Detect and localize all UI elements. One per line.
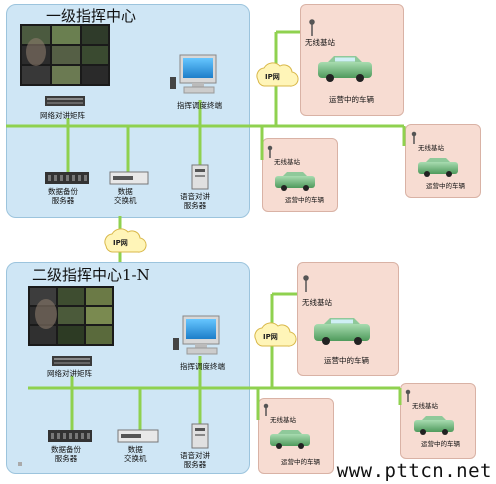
vehicle-label: 运营中的车辆 — [426, 182, 465, 190]
vehicle-label: 运营中的车辆 — [329, 95, 374, 104]
site-watermark: www.pttcn.net — [336, 460, 492, 482]
ip-cloud-middle-label: IP网 — [113, 239, 128, 247]
car-icon — [318, 56, 372, 82]
ip-cloud-bottom-label: IP网 — [263, 333, 278, 341]
car-icon — [314, 318, 370, 345]
top-voice-server-label: 语音对讲 服务器 — [180, 192, 210, 210]
top-center-title: 一级指挥中心 — [46, 7, 137, 25]
top-switch-label: 数据 交换机 — [114, 187, 137, 205]
base-station-label: 无线基站 — [302, 298, 332, 307]
bottom-backup-server-label: 数据备份 服务器 — [51, 445, 81, 463]
base-station-label: 无线基站 — [418, 144, 444, 152]
bottom-backup-server — [48, 430, 92, 442]
bottom-video-wall — [28, 286, 114, 346]
bottom-switch — [117, 429, 159, 443]
car-icon — [414, 416, 454, 435]
base-station-label: 无线基站 — [270, 416, 296, 424]
vehicle-label: 运营中的车辆 — [324, 356, 369, 365]
car-icon — [275, 172, 315, 191]
top-backup-server — [45, 172, 89, 184]
top-voice-server — [191, 164, 209, 190]
top-switch — [109, 171, 149, 185]
top-matrix-label: 网络对讲矩阵 — [40, 111, 85, 120]
top-video-wall — [20, 24, 110, 86]
ip-cloud-middle — [104, 228, 147, 253]
top-terminal-computer — [170, 54, 217, 94]
bottom-matrix-device — [52, 356, 92, 366]
bottom-terminal-computer — [173, 315, 220, 355]
antenna-icon — [263, 19, 417, 416]
bottom-terminal-label: 指挥调度终端 — [180, 362, 225, 371]
vehicle-label: 运营中的车辆 — [285, 196, 324, 204]
bottom-voice-server — [191, 423, 209, 449]
ip-cloud-top-label: IP网 — [265, 73, 280, 81]
vehicle-label: 运营中的车辆 — [421, 440, 460, 448]
bottom-matrix-label: 网络对讲矩阵 — [47, 369, 92, 378]
bottom-voice-server-label: 语音对讲 服务器 — [180, 451, 210, 469]
bottom-switch-label: 数据 交换机 — [124, 445, 147, 463]
panel-corner-dot — [18, 462, 22, 466]
car-icon — [418, 158, 458, 177]
top-matrix-device — [45, 96, 85, 106]
bottom-center-title: 二级指挥中心1-N — [32, 266, 150, 284]
ip-cloud-bottom — [254, 322, 297, 347]
ip-cloud-top — [256, 62, 299, 87]
base-station-label: 无线基站 — [305, 38, 335, 47]
top-terminal-label: 指挥调度终端 — [177, 101, 222, 110]
car-icon — [270, 430, 310, 449]
vehicle-box-top-right — [405, 124, 481, 198]
base-station-label: 无线基站 — [412, 402, 438, 410]
base-station-label: 无线基站 — [274, 158, 300, 166]
vehicle-label: 运营中的车辆 — [281, 458, 320, 466]
top-backup-server-label: 数据备份 服务器 — [48, 187, 78, 205]
